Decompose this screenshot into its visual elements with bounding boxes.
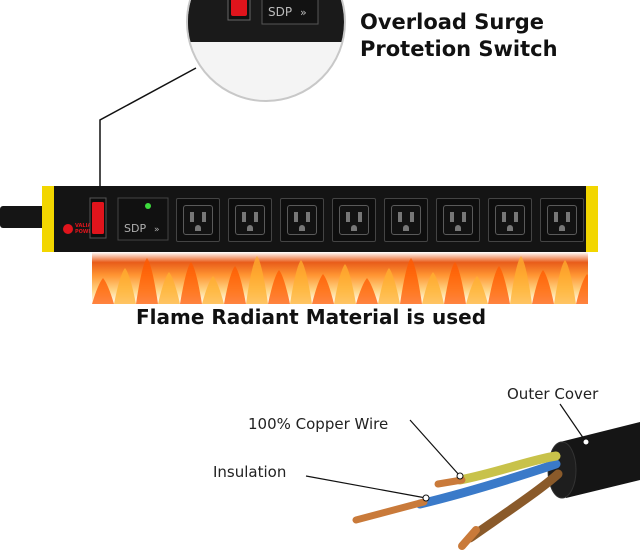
flame-tongue bbox=[466, 276, 488, 304]
power-strip: VALIANT POWER SDP » bbox=[42, 186, 598, 252]
strip-switch-panel: VALIANT POWER SDP » bbox=[63, 197, 169, 241]
outlet-icon bbox=[384, 198, 428, 242]
flame-tongue bbox=[180, 262, 202, 304]
outlet-icon bbox=[228, 198, 272, 242]
switch-title-line1: Overload Surge bbox=[360, 10, 544, 34]
flame-tongue bbox=[92, 278, 114, 304]
outlet-icon bbox=[332, 198, 376, 242]
insulation-label: Insulation bbox=[213, 463, 287, 481]
flame-tongue bbox=[400, 258, 422, 304]
flame-tongue bbox=[378, 268, 400, 304]
outer-cover-leader-line bbox=[559, 403, 587, 443]
strip-brand-line1: VALIANT bbox=[75, 223, 100, 229]
flame-tongue bbox=[224, 266, 246, 304]
zoom-panel: VALIANT POWER SDP » bbox=[188, 0, 344, 42]
switch-leader-line bbox=[99, 67, 197, 200]
flame-tongue bbox=[136, 258, 158, 304]
outlet-icon bbox=[436, 198, 480, 242]
flame-tongue bbox=[290, 260, 312, 304]
zoom-switch-graphic: VALIANT POWER SDP » bbox=[188, 0, 319, 42]
flame-tongue bbox=[576, 274, 588, 304]
flame-tongue bbox=[158, 272, 180, 304]
flame-tongue bbox=[114, 268, 136, 304]
outlet-icon bbox=[176, 198, 220, 242]
strip-sdp-label: SDP bbox=[124, 222, 146, 235]
switch-title-line2: Protetion Switch bbox=[360, 37, 558, 61]
flame-tongue bbox=[246, 256, 268, 304]
indicator-led-icon bbox=[145, 203, 151, 209]
power-switch-icon[interactable] bbox=[231, 0, 247, 16]
flame-tongue bbox=[554, 260, 576, 304]
copper-wire-label: 100% Copper Wire bbox=[248, 415, 389, 433]
flame-tongue bbox=[202, 276, 224, 304]
switch-title: Overload Surge Protetion Switch bbox=[360, 9, 558, 63]
flame-tongue bbox=[334, 264, 356, 304]
zoom-sdp-label: SDP bbox=[268, 5, 292, 19]
flame-icon bbox=[92, 256, 588, 304]
copper-leader-line bbox=[409, 419, 461, 477]
switch-zoom-circle: VALIANT POWER SDP » bbox=[186, 0, 346, 102]
flame-tongue bbox=[422, 272, 444, 304]
flame-tongue bbox=[488, 266, 510, 304]
flame-tongue bbox=[444, 262, 466, 304]
left-end-cap bbox=[42, 186, 54, 252]
outer-cover-label: Outer Cover bbox=[507, 385, 599, 403]
strip-brand-line2: POWER bbox=[75, 229, 96, 235]
cable-diagram bbox=[305, 403, 640, 550]
flame-tongue bbox=[312, 274, 334, 304]
flame-tongue bbox=[268, 270, 290, 304]
insulation-leader-line bbox=[305, 475, 427, 499]
outlet-icon bbox=[540, 198, 584, 242]
zoom-sdp-arrows: » bbox=[300, 6, 307, 19]
strip-sdp-arrows: » bbox=[154, 225, 160, 235]
right-end-cap bbox=[586, 186, 598, 252]
cable-icon bbox=[0, 206, 46, 228]
flame-caption: Flame Radiant Material is used bbox=[136, 305, 487, 329]
flame-tongue bbox=[532, 270, 554, 304]
brand-logo-icon bbox=[63, 224, 73, 234]
flame-tongue bbox=[356, 278, 378, 304]
outlet-icon bbox=[488, 198, 532, 242]
outlet-icon bbox=[280, 198, 324, 242]
power-switch-icon[interactable] bbox=[92, 202, 104, 234]
flame-tongue bbox=[510, 256, 532, 304]
